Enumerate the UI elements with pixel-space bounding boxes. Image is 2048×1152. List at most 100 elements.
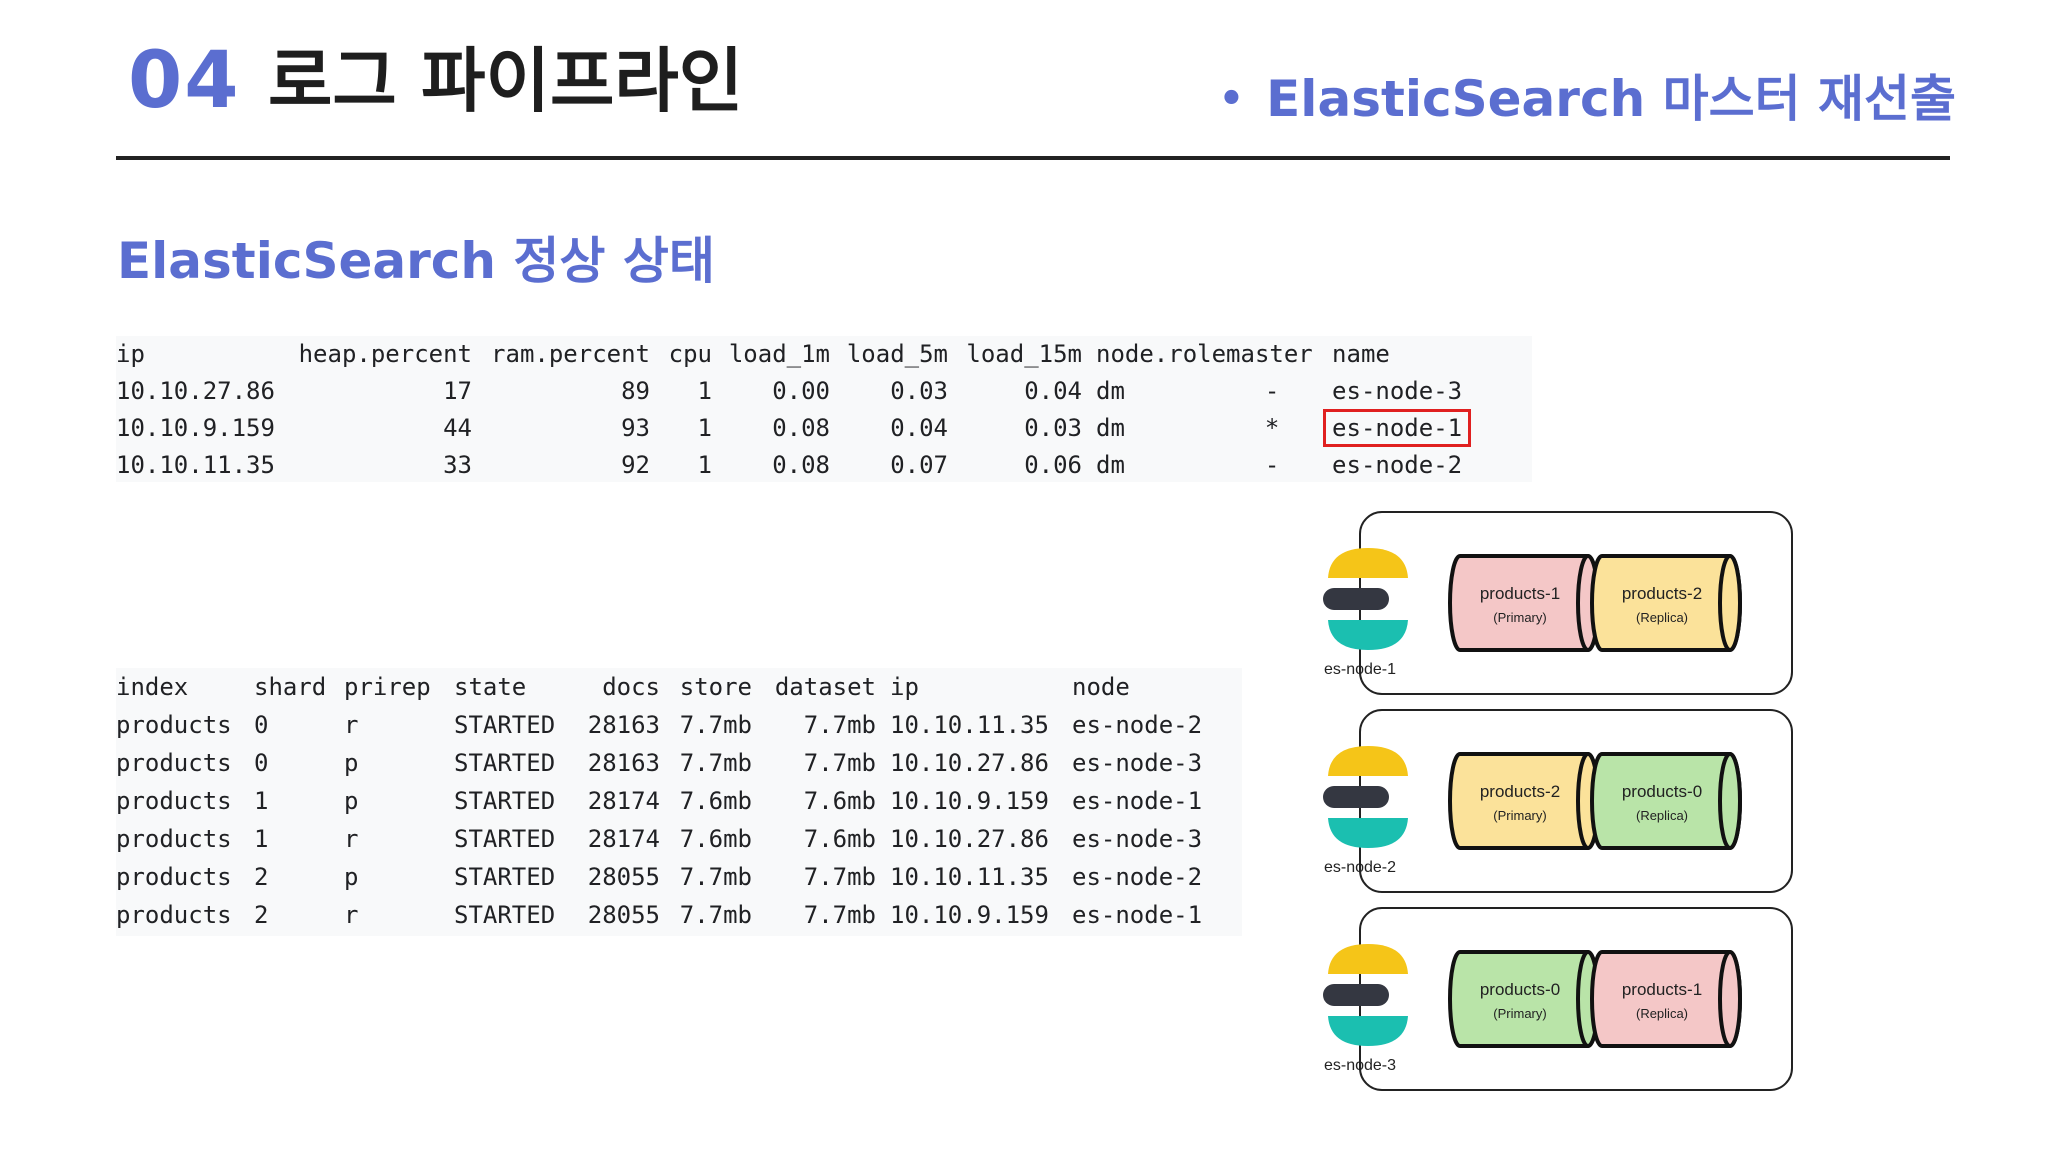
table-cell: 7.7mb xyxy=(679,901,752,929)
table-cell: 44 xyxy=(443,414,472,442)
shard-products-1: products-1 (Primary) xyxy=(1448,554,1600,652)
table-cell: 10.10.27.86 xyxy=(890,749,1049,777)
logo-middle-bar xyxy=(1323,984,1389,1006)
node-label: es-node-1 xyxy=(1324,661,1396,678)
shard-products-0: products-0(Primary) xyxy=(1448,950,1600,1048)
table-cell: dm xyxy=(1096,451,1125,479)
table-cell: r xyxy=(344,825,359,853)
logo-top-arc xyxy=(1328,944,1408,974)
table-cell: dm xyxy=(1096,414,1125,442)
table-cell: 7.6mb xyxy=(803,787,876,815)
table-cell: 2 xyxy=(254,863,269,891)
table-cell: 10.10.11.35 xyxy=(890,863,1049,891)
column-header: dataset xyxy=(774,673,876,701)
table-row: 10.10.11.35 33 92 1 0.08 0.07 0.06 dm - … xyxy=(116,447,1498,484)
column-header: heap.percent xyxy=(298,340,472,368)
table-cell: es-node-1 xyxy=(1072,901,1203,929)
table-cell: products xyxy=(116,863,232,891)
table-cell: products xyxy=(116,825,232,853)
column-header: node xyxy=(1072,673,1130,701)
shard-cylinder-body xyxy=(1590,752,1742,850)
section-number: 04 xyxy=(128,36,241,126)
table-cell: p xyxy=(344,787,359,815)
column-header: ip xyxy=(116,340,145,368)
shard-products-1: products-1(Replica) xyxy=(1590,950,1742,1048)
column-header: index xyxy=(116,673,189,701)
table-cell: 1 xyxy=(697,377,712,405)
table-cell: 0.04 xyxy=(1024,377,1082,405)
table-header-row: index shard prirep state docs store data… xyxy=(116,668,1228,706)
logo-middle-bar xyxy=(1323,588,1389,610)
table-cell: 7.6mb xyxy=(679,825,752,853)
table-cell: products xyxy=(116,711,232,739)
table-cell: es-node-3 xyxy=(1072,825,1203,853)
elasticsearch-logo-icon xyxy=(1323,548,1408,650)
shard-role: (Replica) xyxy=(1636,1006,1688,1021)
logo-top-arc xyxy=(1328,548,1408,578)
table-cell: 0.06 xyxy=(1024,451,1082,479)
table-cell: 0.08 xyxy=(772,414,830,442)
table-cell: STARTED xyxy=(454,825,556,853)
logo-bottom-arc xyxy=(1328,1016,1408,1046)
table-cell: 7.6mb xyxy=(679,787,752,815)
table-row: products 2 r STARTED 28055 7.7mb 7.7mb 1… xyxy=(116,896,1228,934)
table-cell: 7.7mb xyxy=(803,901,876,929)
shard-cylinder-body xyxy=(1448,950,1600,1048)
shard-role: (Replica) xyxy=(1636,808,1688,823)
table-row: 10.10.27.86 17 89 1 0.00 0.03 0.04 dm - … xyxy=(116,373,1498,410)
elasticsearch-logo-icon xyxy=(1323,746,1408,848)
table-header-row: ip heap.percent ram.percent cpu load_1m … xyxy=(116,336,1498,373)
column-header: load_5m xyxy=(846,340,948,368)
shard-name: products-0 xyxy=(1480,980,1560,999)
logo-middle-bar xyxy=(1323,786,1389,808)
shard-role: (Primary) xyxy=(1493,610,1546,625)
section-title: 로그 파이프라인 xyxy=(268,40,744,122)
table-cell: - xyxy=(1264,451,1280,479)
table-cell: STARTED xyxy=(454,863,556,891)
column-header: cpu xyxy=(668,340,712,368)
table-cell: 0 xyxy=(254,711,269,739)
table-cell: 28174 xyxy=(587,787,660,815)
shard-name: products-2 xyxy=(1480,782,1560,801)
column-header: ip xyxy=(890,673,919,701)
column-header: master xyxy=(1226,340,1313,368)
table-cell: 0.04 xyxy=(890,414,948,442)
shard-cylinder-body xyxy=(1448,554,1600,652)
shard-cylinder-end xyxy=(1718,554,1742,652)
table-cell: 1 xyxy=(254,787,269,815)
node-label: es-node-2 xyxy=(1324,859,1396,876)
table-cell: es-node-1 xyxy=(1072,787,1203,815)
shard-name: products-2 xyxy=(1622,584,1702,603)
cluster-node-1: es-node-1 products-1 (Primary) products-2 (R… xyxy=(1323,511,1793,695)
logo-bottom-arc xyxy=(1328,818,1408,848)
column-header: ram.percent xyxy=(491,340,650,368)
cluster-node-3: es-node-3products-0(Primary)products-1(R… xyxy=(1323,907,1793,1091)
shard-products-2: products-2 (Replica) xyxy=(1590,554,1742,652)
table-cell: 28174 xyxy=(587,825,660,853)
shard-role: (Replica) xyxy=(1636,610,1688,625)
shard-products-0: products-0(Replica) xyxy=(1590,752,1742,850)
table-cell: p xyxy=(344,863,359,891)
master-node-cell: es-node-1 xyxy=(1318,409,1498,447)
shard-products-2: products-2(Primary) xyxy=(1448,752,1600,850)
logo-bottom-arc xyxy=(1328,620,1408,650)
table-row: products 0 r STARTED 28163 7.7mb 7.7mb 1… xyxy=(116,706,1228,744)
table-cell: 10.10.9.159 xyxy=(116,414,275,442)
master-highlight-box: es-node-1 xyxy=(1323,409,1472,447)
table-cell: r xyxy=(344,901,359,929)
table-cell: 28163 xyxy=(587,749,660,777)
table-cell: 2 xyxy=(254,901,269,929)
shard-name: products-1 xyxy=(1480,584,1560,603)
table-cell: es-node-2 xyxy=(1332,451,1463,479)
elasticsearch-logo-icon xyxy=(1323,944,1408,1046)
table-cell: 1 xyxy=(697,414,712,442)
table-cell: 7.7mb xyxy=(803,749,876,777)
table-cell: 0.07 xyxy=(890,451,948,479)
table-cell: es-node-3 xyxy=(1072,749,1203,777)
table-cell: products xyxy=(116,749,232,777)
shard-cylinder-end xyxy=(1718,752,1742,850)
shards-table: index shard prirep state docs store data… xyxy=(116,668,1228,934)
table-cell: 0.03 xyxy=(1024,414,1082,442)
column-header: store xyxy=(679,673,752,701)
logo-top-arc xyxy=(1328,746,1408,776)
